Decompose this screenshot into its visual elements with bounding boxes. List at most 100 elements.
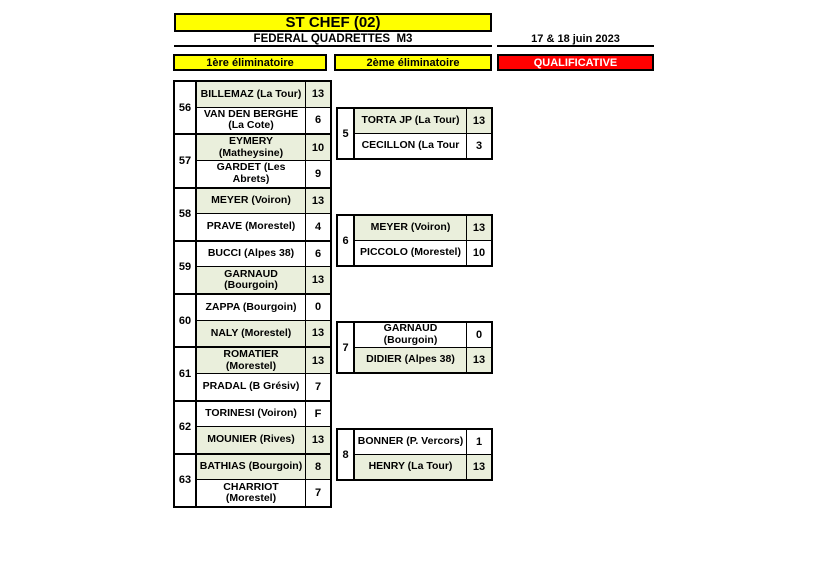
team-row: MEYER (Voiron) 13 xyxy=(197,188,330,215)
match: 58 MEYER (Voiron) 13 PRAVE (Morestel) 4 xyxy=(175,188,330,242)
competition-subtitle: FEDERAL QUADRETTES M3 xyxy=(174,32,492,47)
event-date: 17 & 18 juin 2023 xyxy=(497,32,654,47)
team-score: 13 xyxy=(467,347,491,372)
team-name: CECILLON (La Tour xyxy=(355,133,467,158)
match-number: 63 xyxy=(175,454,197,506)
team-name: PRADAL (B Grésiv) xyxy=(197,373,306,400)
team-score: 8 xyxy=(306,454,330,480)
team-name: ZAPPA (Bourgoin) xyxy=(197,295,306,320)
match-number: 57 xyxy=(175,135,197,187)
team-row: MOUNIER (Rives) 13 xyxy=(197,427,330,453)
team-score: 13 xyxy=(467,216,491,240)
column-header-qualificative: QUALIFICATIVE xyxy=(497,54,654,71)
team-row: TORTA JP (La Tour) 13 xyxy=(355,109,491,134)
team-name: ROMATIER (Morestel) xyxy=(197,348,306,373)
match: 60 ZAPPA (Bourgoin) 0 NALY (Morestel) 13 xyxy=(175,295,330,349)
team-score: 10 xyxy=(472,246,486,259)
team-row: BATHIAS (Bourgoin) 8 xyxy=(197,454,330,481)
match-number: 62 xyxy=(175,401,197,453)
match-number: 7 xyxy=(338,323,355,372)
round1-bracket: 56 BILLEMAZ (La Tour) 13 VAN DEN BERGHE … xyxy=(173,80,332,508)
match: 7 GARNAUD (Bourgoin) 0 DIDIER (Alpes 38)… xyxy=(336,321,493,374)
team-score: 13 xyxy=(467,454,491,479)
match: 5 TORTA JP (La Tour) 13 CECILLON (La Tou… xyxy=(336,107,493,160)
team-name: TORTA JP (La Tour) xyxy=(355,109,467,133)
team-row: CHARRIOT (Morestel) 7 xyxy=(197,480,330,506)
team-row: GARNAUD (Bourgoin) 13 xyxy=(197,267,330,293)
team-row: TORINESI (Voiron) F xyxy=(197,401,330,428)
team-score: 1 xyxy=(475,435,483,448)
team-score: 7 xyxy=(314,487,322,500)
team-name: CHARRIOT (Morestel) xyxy=(197,480,306,506)
team-row: PICCOLO (Morestel) 10 xyxy=(355,240,491,265)
page-title: ST CHEF (02) xyxy=(174,13,492,32)
match: 59 BUCCI (Alpes 38) 6 GARNAUD (Bourgoin)… xyxy=(175,241,330,295)
team-row: GARDET (Les Abrets) 9 xyxy=(197,160,330,187)
match: 57 EYMERY (Matheysine) 10 GARDET (Les Ab… xyxy=(175,135,330,189)
team-score: 13 xyxy=(306,320,330,347)
team-name: NALY (Morestel) xyxy=(197,320,306,347)
match: 61 ROMATIER (Morestel) 13 PRADAL (B Grés… xyxy=(175,348,330,402)
match: 62 TORINESI (Voiron) F MOUNIER (Rives) 1… xyxy=(175,401,330,455)
match: 8 BONNER (P. Vercors) 1 HENRY (La Tour) … xyxy=(336,428,493,481)
team-name: GARNAUD (Bourgoin) xyxy=(197,267,306,293)
match-number: 59 xyxy=(175,241,197,293)
team-name: BONNER (P. Vercors) xyxy=(355,430,467,454)
team-row: BUCCI (Alpes 38) 6 xyxy=(197,241,330,268)
match-number: 5 xyxy=(338,109,355,158)
team-row: PRAVE (Morestel) 4 xyxy=(197,214,330,240)
team-score: 7 xyxy=(314,380,322,393)
team-score: 4 xyxy=(314,220,322,233)
team-name: MOUNIER (Rives) xyxy=(197,427,306,453)
team-row: DIDIER (Alpes 38) 13 xyxy=(355,347,491,372)
column-header-second-eliminatoire: 2ème éliminatoire xyxy=(334,54,492,71)
team-score: 13 xyxy=(306,188,330,214)
team-score: 9 xyxy=(314,167,322,180)
team-row: VAN DEN BERGHE (La Cote) 6 xyxy=(197,107,330,134)
team-name: DIDIER (Alpes 38) xyxy=(355,347,467,372)
team-row: CECILLON (La Tour 3 xyxy=(355,133,491,158)
team-name: PICCOLO (Morestel) xyxy=(355,240,467,265)
team-name: BATHIAS (Bourgoin) xyxy=(197,454,306,480)
team-name: PRAVE (Morestel) xyxy=(197,214,306,240)
match-number: 58 xyxy=(175,188,197,240)
team-name: MEYER (Voiron) xyxy=(197,188,306,214)
team-score: 6 xyxy=(314,248,322,261)
team-name: EYMERY (Matheysine) xyxy=(197,135,306,160)
match-number: 60 xyxy=(175,295,197,347)
team-row: BONNER (P. Vercors) 1 xyxy=(355,430,491,455)
team-score: 0 xyxy=(314,301,322,314)
team-name: VAN DEN BERGHE (La Cote) xyxy=(197,107,306,134)
team-row: BILLEMAZ (La Tour) 13 xyxy=(197,82,330,108)
match: 6 MEYER (Voiron) 13 PICCOLO (Morestel) 1… xyxy=(336,214,493,267)
team-row: EYMERY (Matheysine) 10 xyxy=(197,135,330,161)
team-name: BUCCI (Alpes 38) xyxy=(197,241,306,267)
team-row: HENRY (La Tour) 13 xyxy=(355,454,491,479)
team-row: PRADAL (B Grésiv) 7 xyxy=(197,373,330,400)
team-score: 13 xyxy=(306,427,330,453)
team-score: 0 xyxy=(475,328,483,341)
match-number: 8 xyxy=(338,430,355,479)
match-number: 61 xyxy=(175,348,197,400)
match-number: 6 xyxy=(338,216,355,265)
team-name: GARDET (Les Abrets) xyxy=(197,160,306,187)
team-score: 13 xyxy=(467,109,491,133)
team-score: 3 xyxy=(475,139,483,152)
team-score: 6 xyxy=(314,114,322,127)
team-score: 13 xyxy=(306,267,330,293)
team-name: TORINESI (Voiron) xyxy=(197,401,306,427)
team-score: 13 xyxy=(306,348,330,373)
team-name: HENRY (La Tour) xyxy=(355,454,467,479)
team-score: F xyxy=(314,407,322,420)
team-row: ROMATIER (Morestel) 13 xyxy=(197,348,330,374)
team-name: GARNAUD (Bourgoin) xyxy=(355,323,467,347)
team-score: 13 xyxy=(306,82,330,107)
team-row: NALY (Morestel) 13 xyxy=(197,320,330,347)
match-number: 56 xyxy=(175,82,197,134)
team-row: MEYER (Voiron) 13 xyxy=(355,216,491,241)
team-name: BILLEMAZ (La Tour) xyxy=(197,82,306,107)
match: 56 BILLEMAZ (La Tour) 13 VAN DEN BERGHE … xyxy=(175,82,330,136)
team-row: GARNAUD (Bourgoin) 0 xyxy=(355,323,491,348)
match: 63 BATHIAS (Bourgoin) 8 CHARRIOT (Morest… xyxy=(175,454,330,506)
